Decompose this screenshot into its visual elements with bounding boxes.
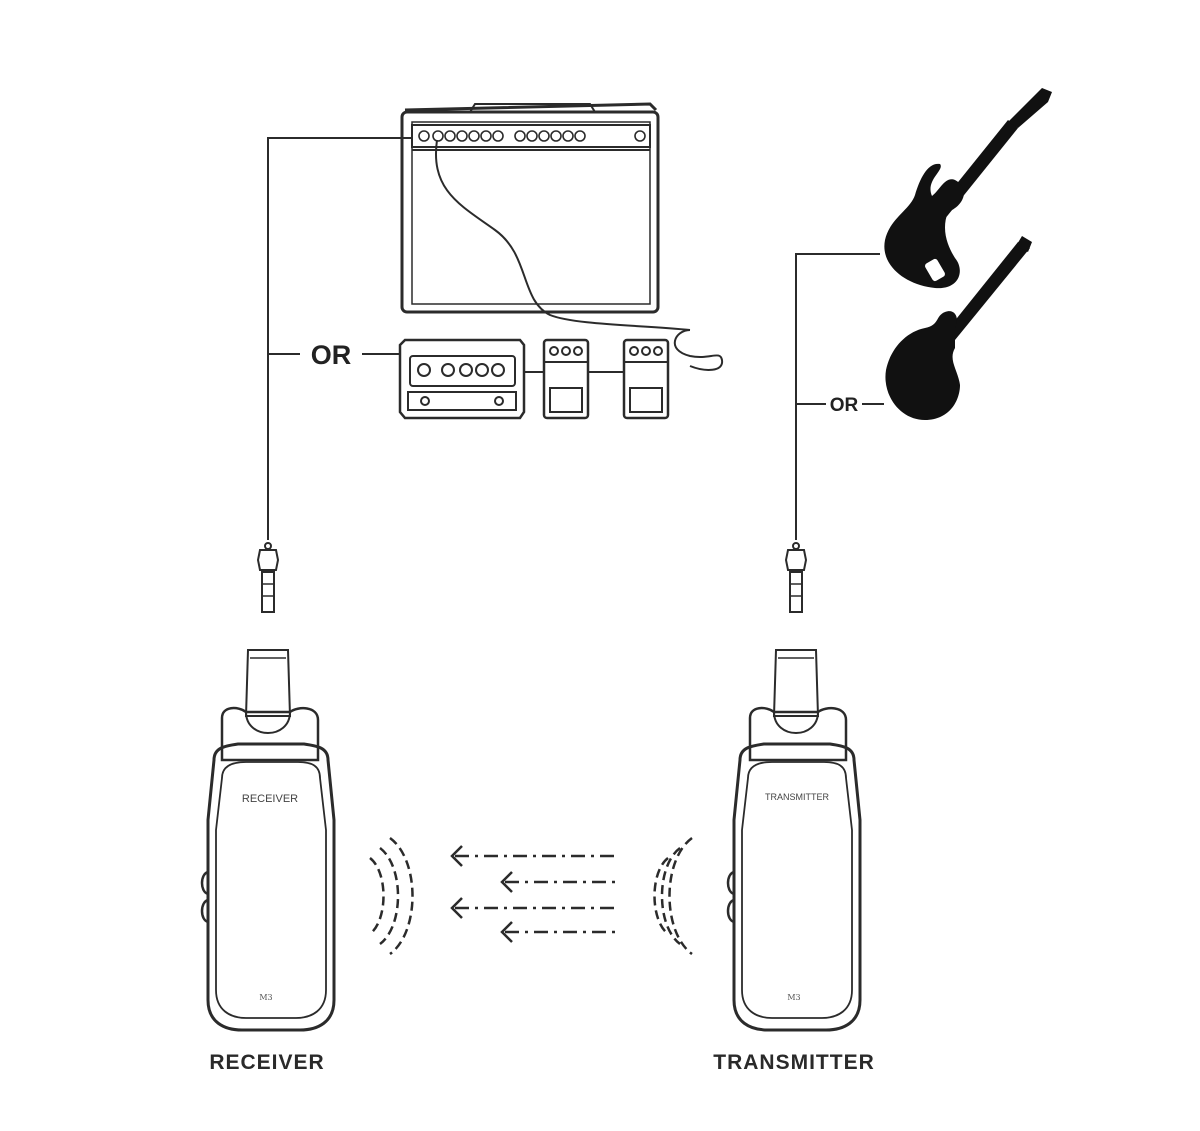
- electric-guitar-stratocaster-icon: [884, 88, 1052, 289]
- receiver-device-icon: [200, 542, 336, 1032]
- receiver-device-text: RECEIVER: [242, 793, 298, 805]
- or-label-left: OR: [311, 340, 352, 370]
- transmitter-wireless-waves-icon: [653, 836, 693, 956]
- multi-effects-pedal-icon: [398, 338, 526, 420]
- signal-arrow-icon: [450, 845, 615, 867]
- stompbox-pedal-icon: [622, 338, 670, 420]
- receiver-model-text: M3: [259, 993, 272, 1002]
- receiver-wireless-waves-icon: [369, 836, 414, 956]
- transmitter-connection-line: [795, 253, 884, 540]
- transmitter-device-icon: [726, 542, 862, 1032]
- signal-arrow-icon: [500, 871, 615, 893]
- transmitter-device-text: TRANSMITTER: [765, 792, 829, 802]
- stompbox-pedal-icon: [542, 338, 590, 420]
- instrument-cable: [435, 139, 724, 371]
- receiver-label: RECEIVER: [209, 1051, 324, 1074]
- guitar-amplifier-icon: [400, 102, 660, 314]
- receiver-connection-line: [267, 137, 412, 540]
- signal-arrow-icon: [500, 921, 615, 943]
- signal-arrows: [450, 845, 615, 943]
- transmitter-label: TRANSMITTER: [713, 1051, 875, 1074]
- or-label-right: OR: [830, 395, 859, 416]
- signal-arrow-icon: [450, 897, 615, 919]
- transmitter-model-text: M3: [787, 993, 800, 1002]
- electric-guitar-lespaul-icon: [885, 236, 1032, 420]
